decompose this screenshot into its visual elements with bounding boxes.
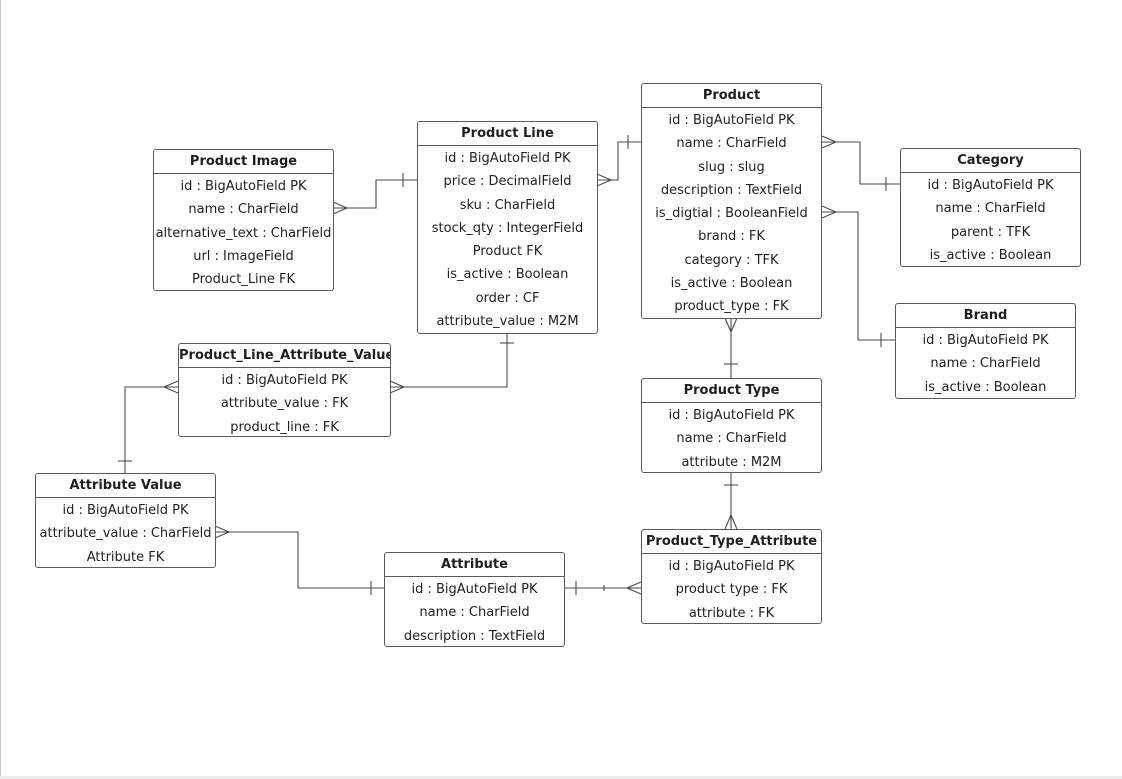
field-row: attribute_value : FK <box>220 396 349 412</box>
field-row: slug : slug <box>698 159 765 175</box>
canvas-left-border <box>0 0 1 779</box>
canvas-bottom-border <box>0 776 1122 779</box>
entity-product-type-attribute: Product_Type_Attribute id : BigAutoField… <box>641 529 822 624</box>
field-row: sku : CharField <box>459 197 556 213</box>
entity-title: Product Image <box>154 150 333 174</box>
entity-product-line-attribute-value: Product_Line_Attribute_Value id : BigAut… <box>178 343 391 437</box>
field-row: is_active : Boolean <box>446 267 569 283</box>
entity-title: Product_Line_Attribute_Value <box>179 344 390 368</box>
entity-product: Product id : BigAutoField PK name : Char… <box>641 83 822 319</box>
entity-title: Product Type <box>642 379 821 403</box>
entity-brand: Brand id : BigAutoField PK name : CharFi… <box>895 303 1076 399</box>
rel-pta-attribute <box>564 581 642 595</box>
field-row: is_active : Boolean <box>670 276 793 292</box>
field-row: id : BigAutoField PK <box>221 373 348 388</box>
field-row: alternative_text : CharField <box>155 225 332 241</box>
rel-product-image-product-line <box>332 173 417 215</box>
field-row: is_active : Boolean <box>929 247 1052 263</box>
field-row: attribute_value : M2M <box>436 314 579 330</box>
field-row: stock_qty : IntegerField <box>431 220 584 236</box>
field-row: id : BigAutoField PK <box>668 559 795 574</box>
field-row: is_active : Boolean <box>924 379 1047 395</box>
entity-attribute-value: Attribute Value id : BigAutoField PK att… <box>35 473 216 568</box>
field-row: parent : TFK <box>950 224 1031 240</box>
rel-product-brand <box>821 205 895 347</box>
field-row: id : BigAutoField PK <box>668 113 795 128</box>
field-row: id : BigAutoField PK <box>927 178 1054 193</box>
rel-product-product-type <box>724 317 738 378</box>
entity-title: Product Line <box>418 122 597 146</box>
field-row: product type : FK <box>675 582 788 598</box>
field-row: attribute : M2M <box>681 454 782 470</box>
entity-category: Category id : BigAutoField PK name : Cha… <box>900 148 1081 267</box>
field-row: product_line : FK <box>230 419 339 435</box>
entity-product-type: Product Type id : BigAutoField PK name :… <box>641 378 822 473</box>
field-row: price : DecimalField <box>443 174 572 190</box>
field-row: Product_Line FK <box>191 272 296 288</box>
field-row: Attribute FK <box>86 549 165 565</box>
field-row: Product FK <box>472 244 543 260</box>
field-row: id : BigAutoField PK <box>668 408 795 423</box>
field-row: is_digtial : BooleanField <box>655 206 808 222</box>
field-row: product_type : FK <box>674 299 789 315</box>
entity-product-image: Product Image id : BigAutoField PK name … <box>153 149 334 291</box>
field-row: id : BigAutoField PK <box>444 151 571 166</box>
entity-product-line: Product Line id : BigAutoField PK price … <box>417 121 598 334</box>
field-row: attribute_value : CharField <box>39 526 212 542</box>
field-row: url : ImageField <box>193 248 294 264</box>
field-row: id : BigAutoField PK <box>411 582 538 597</box>
entity-title: Brand <box>896 304 1075 328</box>
entity-title: Product_Type_Attribute <box>642 530 821 554</box>
field-row: brand : FK <box>698 229 765 245</box>
entity-title: Attribute <box>385 553 564 577</box>
field-row: attribute : FK <box>688 605 775 621</box>
field-row: name : CharField <box>930 356 1041 372</box>
field-row: name : CharField <box>419 605 530 621</box>
field-row: order : CF <box>475 290 540 306</box>
rel-plav-product-line <box>389 333 514 394</box>
entity-title: Category <box>901 149 1080 173</box>
entity-title: Attribute Value <box>36 474 215 498</box>
field-row: id : BigAutoField PK <box>922 333 1049 348</box>
field-row: id : BigAutoField PK <box>180 179 307 194</box>
field-row: name : CharField <box>188 202 299 218</box>
rel-product-category <box>821 135 900 191</box>
rel-plav-attribute-value <box>118 380 179 473</box>
field-row: id : BigAutoField PK <box>62 503 189 518</box>
field-row: category : TFK <box>684 252 779 268</box>
field-row: description : TextField <box>403 628 546 644</box>
field-row: description : TextField <box>660 182 803 198</box>
entity-attribute: Attribute id : BigAutoField PK name : Ch… <box>384 552 565 647</box>
field-row: name : CharField <box>935 201 1046 217</box>
entity-title: Product <box>642 84 821 108</box>
field-row: name : CharField <box>676 136 787 152</box>
rel-product-line-product <box>596 135 641 187</box>
rel-pta-product-type <box>724 473 738 530</box>
field-row: name : CharField <box>676 431 787 447</box>
rel-attribute-value-attribute <box>214 525 385 595</box>
